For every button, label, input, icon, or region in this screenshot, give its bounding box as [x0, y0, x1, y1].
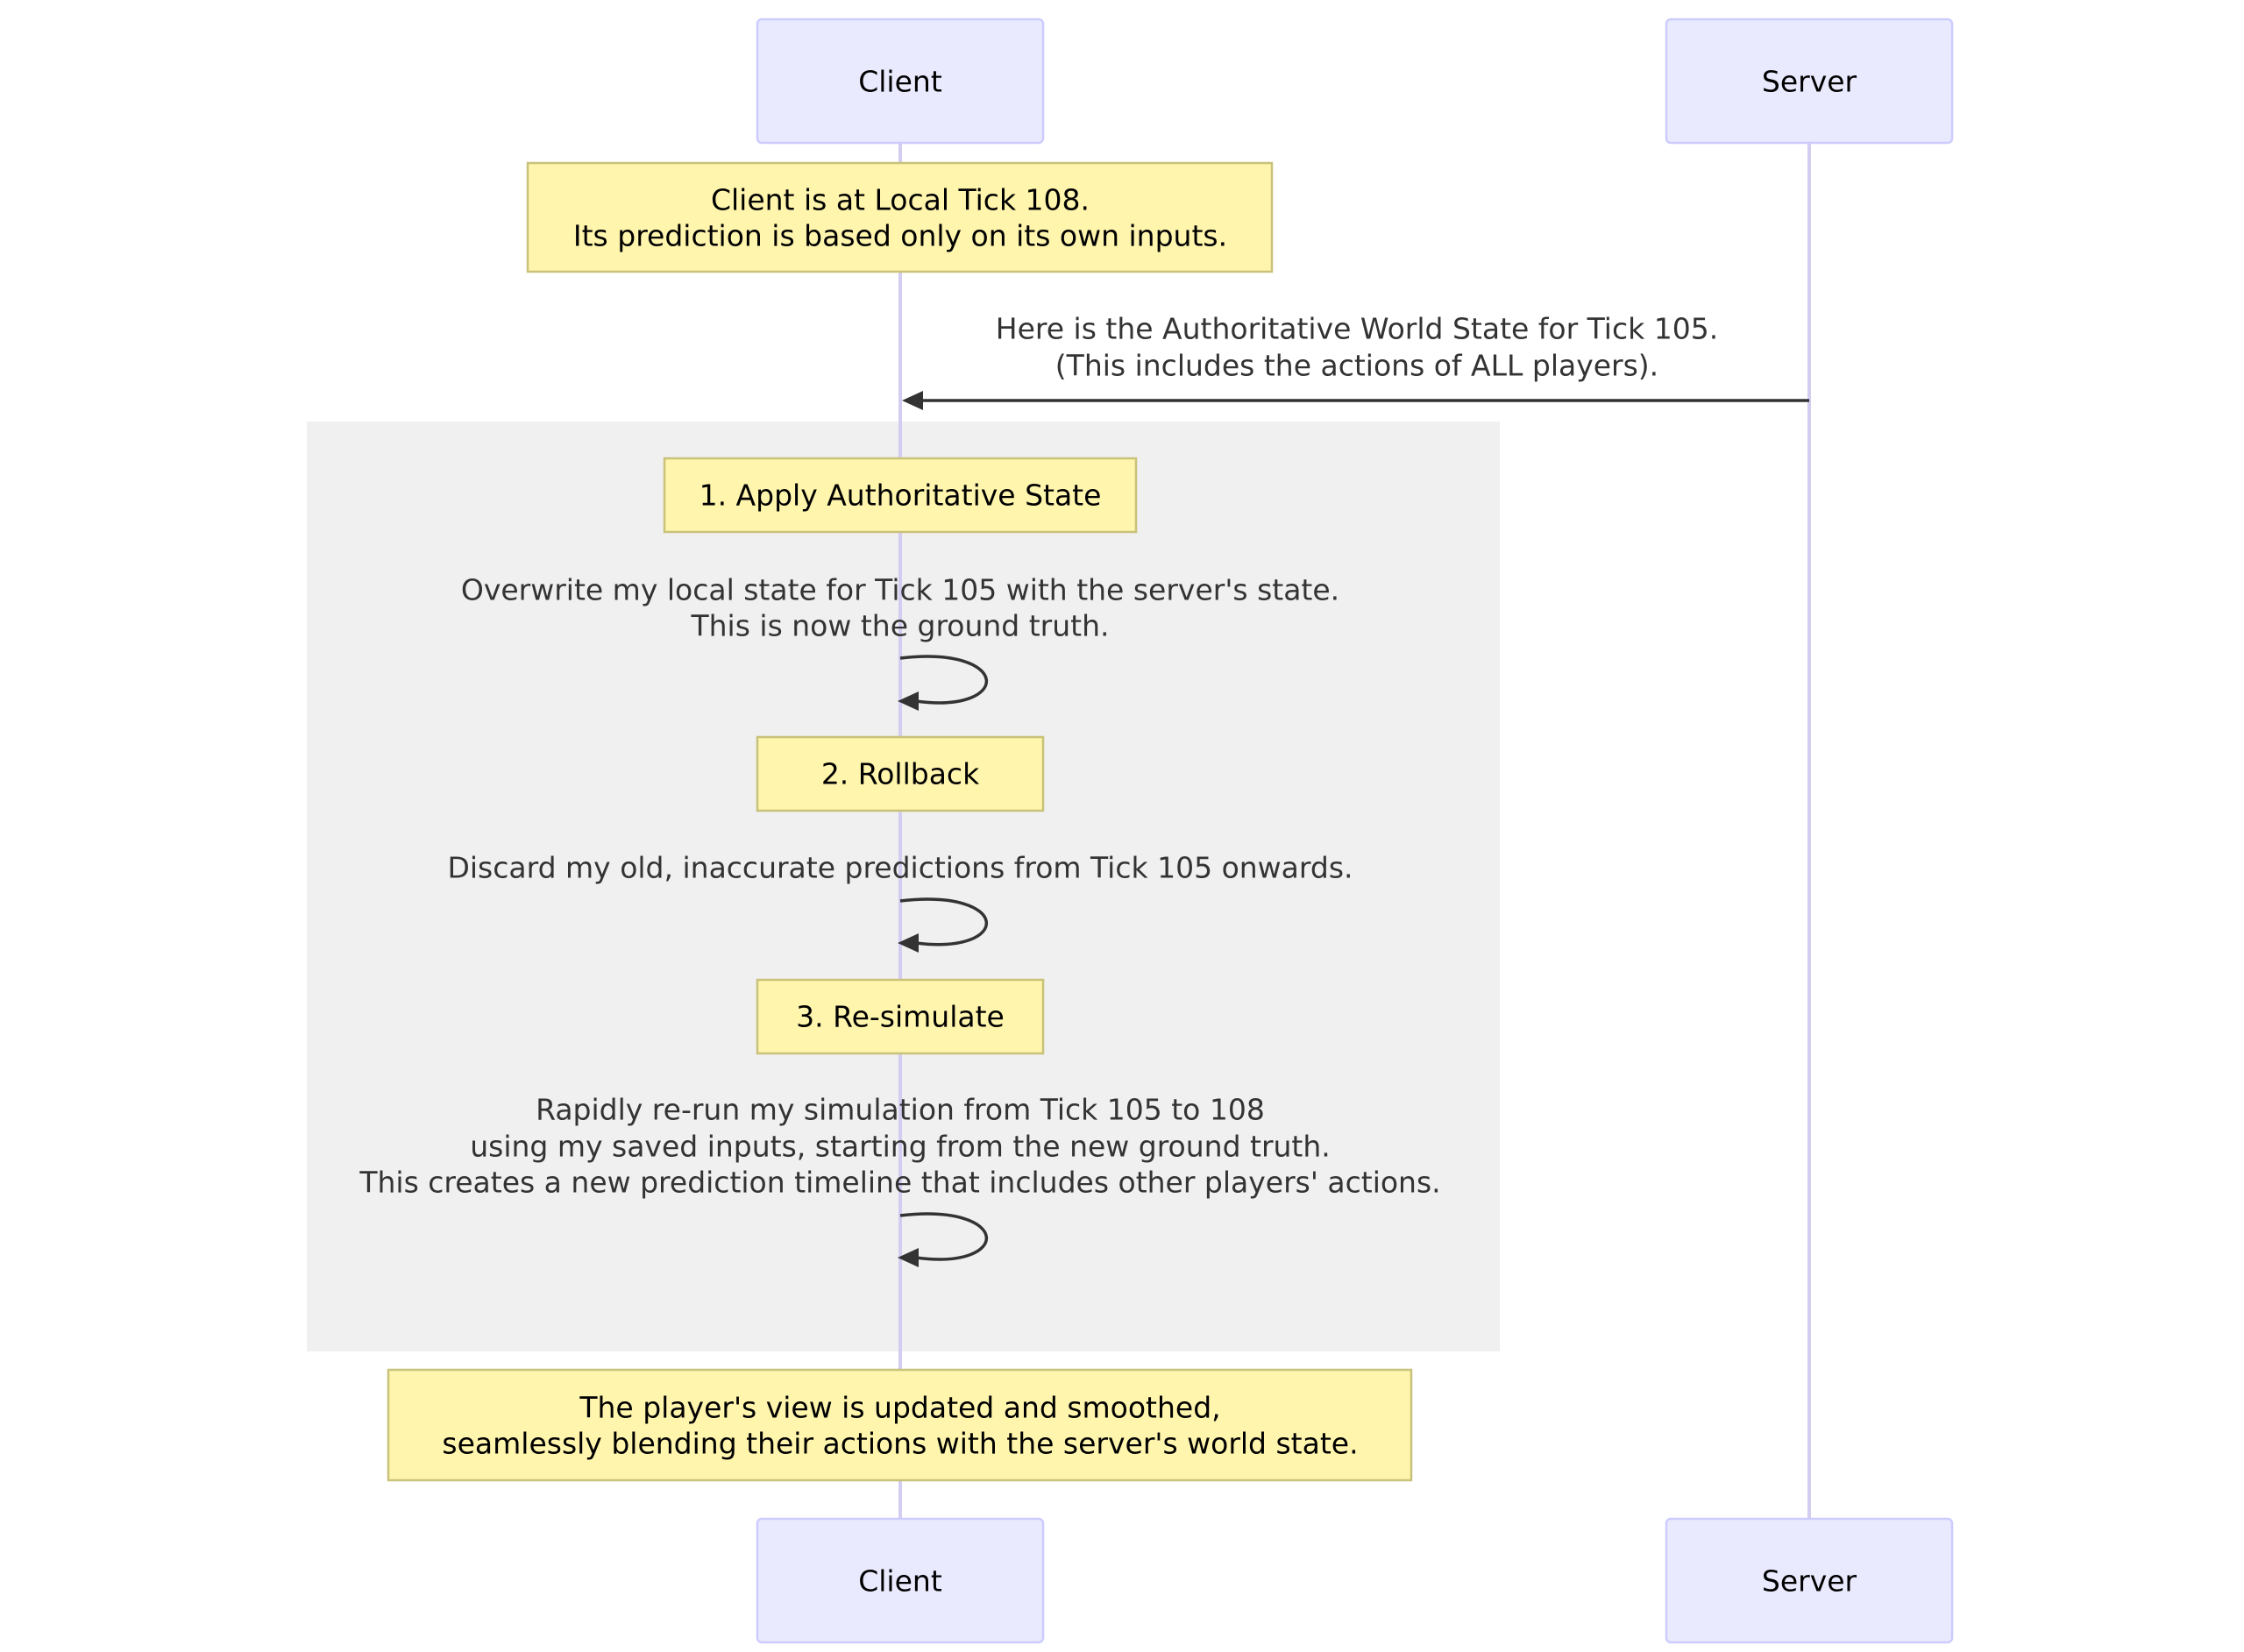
actor-server-bottom: Server — [1665, 1517, 1954, 1644]
note-step-2: 2. Rollback — [756, 735, 1045, 812]
self-message-discard-arrowhead — [898, 933, 919, 953]
self-message-overwrite-line-2: This is now the ground truth. — [690, 609, 1109, 643]
note-intro: Client is at Local Tick 108. Its predict… — [526, 161, 1274, 273]
self-message-overwrite-loop — [899, 655, 988, 705]
actor-client-bottom: Client — [756, 1517, 1045, 1644]
message-server-to-client-arrowhead — [902, 391, 923, 410]
self-message-overwrite-line-1: Overwrite my local state for Tick 105 wi… — [461, 573, 1339, 607]
note-final-line-2: seamlessly blending their actions with t… — [442, 1427, 1358, 1461]
self-message-resimulate-arrowhead — [898, 1248, 919, 1267]
actor-server-bottom-label: Server — [1762, 1564, 1857, 1599]
actor-client-top: Client — [756, 18, 1045, 145]
actor-server-top: Server — [1665, 18, 1954, 145]
note-final-line-1: The player's view is updated and smoothe… — [579, 1391, 1220, 1425]
rect-highlight-region — [307, 422, 1500, 1351]
actor-server-top-label: Server — [1762, 65, 1857, 99]
message-server-to-client-line-2: (This includes the actions of ALL player… — [1055, 349, 1658, 383]
note-intro-line-1: Client is at Local Tick 108. — [711, 183, 1090, 217]
self-message-resimulate: Rapidly re-run my simulation from Tick 1… — [359, 1093, 1441, 1267]
message-server-to-client: Here is the Authoritative World State fo… — [902, 312, 1809, 410]
note-final: The player's view is updated and smoothe… — [387, 1368, 1413, 1482]
self-message-resimulate-line-3: This creates a new prediction timeline t… — [359, 1166, 1440, 1200]
actor-client-top-label: Client — [858, 65, 942, 99]
actor-client-bottom-label: Client — [858, 1564, 942, 1599]
self-message-discard: Discard my old, inaccurate predictions f… — [447, 851, 1353, 953]
self-message-discard-line-1: Discard my old, inaccurate predictions f… — [447, 851, 1353, 885]
note-step-2-label: 2. Rollback — [821, 757, 980, 791]
message-server-to-client-line-1: Here is the Authoritative World State fo… — [996, 312, 1718, 346]
self-message-discard-loop — [899, 897, 988, 947]
self-message-overwrite-arrowhead — [898, 691, 919, 711]
self-message-resimulate-line-2: using my saved inputs, starting from the… — [470, 1130, 1331, 1164]
self-message-resimulate-loop — [899, 1212, 988, 1261]
note-step-3-label: 3. Re-simulate — [796, 1000, 1005, 1034]
note-intro-line-2: Its prediction is based only on its own … — [573, 219, 1227, 253]
self-message-resimulate-line-1: Rapidly re-run my simulation from Tick 1… — [536, 1093, 1265, 1127]
note-step-3: 3. Re-simulate — [756, 978, 1045, 1055]
note-step-1: 1. Apply Authoritative State — [663, 457, 1138, 534]
note-step-1-label: 1. Apply Authoritative State — [699, 479, 1102, 513]
self-message-overwrite: Overwrite my local state for Tick 105 wi… — [461, 573, 1339, 711]
